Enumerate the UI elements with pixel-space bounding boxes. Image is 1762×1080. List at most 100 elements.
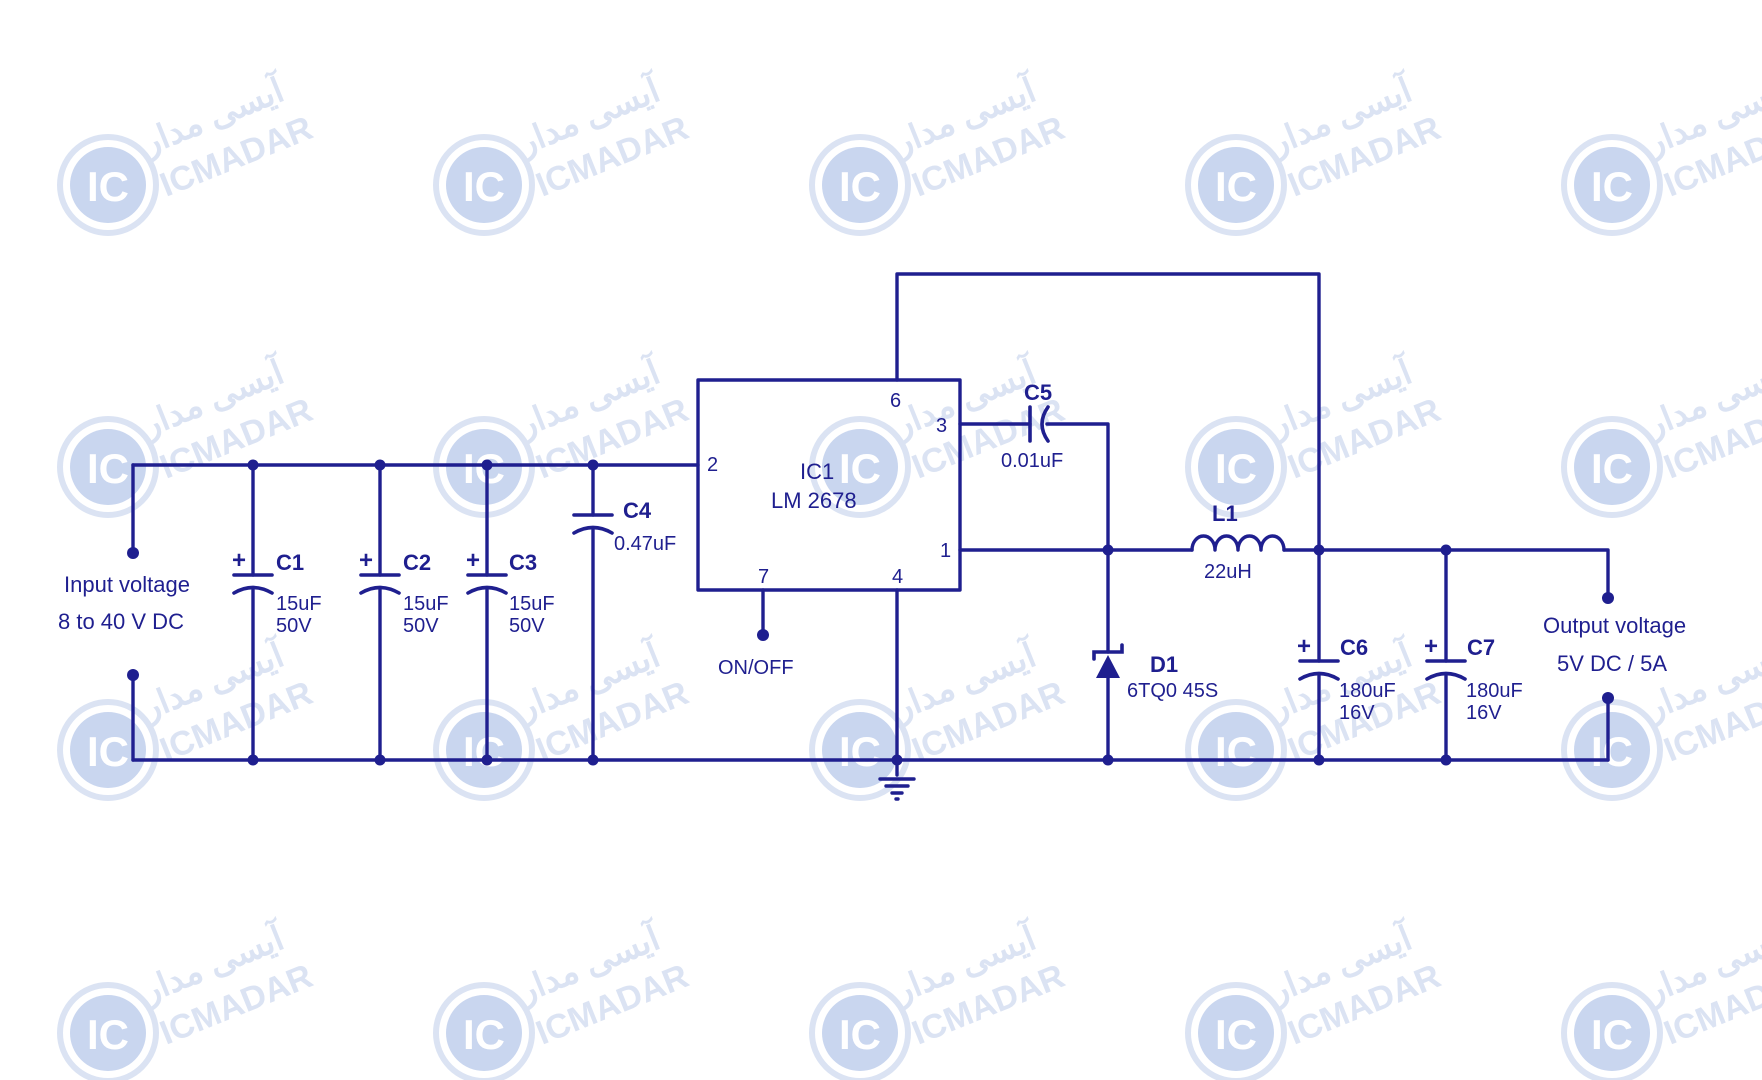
ic1-pin4-label: 4	[892, 566, 903, 588]
svg-text:IC: IC	[87, 728, 129, 775]
svg-text:IC: IC	[839, 1011, 881, 1058]
c7-ref: C7	[1467, 635, 1495, 660]
c6-voltage: 16V	[1339, 702, 1375, 724]
junction-dots	[127, 459, 1614, 766]
junction-dot	[374, 459, 386, 471]
l1-ref: L1	[1212, 501, 1238, 526]
svg-text:+: +	[359, 547, 373, 574]
capacitor-c6: + C6 180uF 16V	[1297, 633, 1396, 724]
wire-l1-to-output	[1282, 548, 1610, 600]
junction-dot	[247, 754, 259, 766]
svg-text:IC: IC	[87, 163, 129, 210]
on-off-label: ON/OFF	[718, 657, 794, 679]
svg-text:IC: IC	[1215, 728, 1257, 775]
ic1-pin1-label: 1	[940, 540, 951, 562]
ground-symbol	[878, 777, 916, 801]
svg-text:IC: IC	[839, 163, 881, 210]
junction-dot	[481, 754, 493, 766]
c1-voltage: 50V	[276, 615, 312, 637]
output-voltage-spec: 5V DC / 5A	[1557, 651, 1667, 676]
svg-text:+: +	[1424, 633, 1438, 660]
c1-value: 15uF	[276, 593, 322, 615]
ic1-pin3-label: 3	[936, 415, 947, 437]
svg-text:IC: IC	[1591, 1011, 1633, 1058]
junction-dot	[1102, 754, 1114, 766]
output-voltage-title: Output voltage	[1543, 613, 1686, 638]
junction-dot	[1440, 544, 1452, 556]
input-voltage-title: Input voltage	[64, 572, 190, 597]
c6-value: 180uF	[1339, 680, 1396, 702]
svg-text:IC: IC	[463, 1011, 505, 1058]
terminal-dot	[1602, 692, 1614, 704]
ic1-part-label: LM 2678	[771, 488, 857, 513]
terminal-dot	[127, 547, 139, 559]
c2-ref: C2	[403, 550, 431, 575]
svg-text:+: +	[232, 547, 246, 574]
junction-dot	[481, 459, 493, 471]
l1-value: 22uH	[1204, 561, 1252, 583]
junction-dot	[587, 754, 599, 766]
capacitor-c3: + C3 15uF 50V	[466, 547, 555, 637]
terminal-dot	[127, 669, 139, 681]
svg-text:IC: IC	[87, 445, 129, 492]
svg-text:IC: IC	[1215, 163, 1257, 210]
c6-ref: C6	[1340, 635, 1368, 660]
svg-text:IC: IC	[87, 1011, 129, 1058]
c2-voltage: 50V	[403, 615, 439, 637]
svg-text:IC: IC	[1591, 728, 1633, 775]
diode-d1: D1 6TQ0 45S	[1092, 643, 1218, 702]
ic1-body	[696, 378, 962, 592]
junction-dot	[1313, 754, 1325, 766]
junction-dot	[1440, 754, 1452, 766]
capacitor-c5: C5 0.01uF	[1001, 380, 1063, 472]
junction-dot	[374, 754, 386, 766]
svg-text:IC: IC	[839, 445, 881, 492]
capacitor-c7: + C7 180uF 16V	[1424, 633, 1523, 724]
svg-text:IC: IC	[1215, 445, 1257, 492]
junction-dot	[891, 754, 903, 766]
c7-voltage: 16V	[1466, 702, 1502, 724]
ic1-pin2-label: 2	[707, 454, 718, 476]
c4-ref: C4	[623, 498, 652, 523]
svg-text:+: +	[466, 547, 480, 574]
ic1-pin6-label: 6	[890, 390, 901, 412]
svg-text:IC: IC	[1591, 445, 1633, 492]
c3-value: 15uF	[509, 593, 555, 615]
ic1-ref-label: IC1	[800, 459, 834, 484]
capacitor-c1: + C1 15uF 50V	[232, 547, 322, 637]
capacitor-c2: + C2 15uF 50V	[359, 547, 449, 637]
junction-dot	[1313, 544, 1325, 556]
svg-text:IC: IC	[1591, 163, 1633, 210]
wire-feedback-loop	[895, 272, 1321, 552]
capacitor-c4: C4 0.47uF	[572, 498, 676, 555]
c3-ref: C3	[509, 550, 537, 575]
c7-value: 180uF	[1466, 680, 1523, 702]
terminal-dot	[757, 629, 769, 641]
junction-dot	[1102, 544, 1114, 556]
c3-voltage: 50V	[509, 615, 545, 637]
svg-text:+: +	[1297, 633, 1311, 660]
diode-triangle	[1096, 655, 1120, 678]
junction-dot	[247, 459, 259, 471]
ic1-pin7-label: 7	[758, 566, 769, 588]
svg-text:IC: IC	[839, 728, 881, 775]
c5-value: 0.01uF	[1001, 450, 1063, 472]
c5-ref: C5	[1024, 380, 1052, 405]
